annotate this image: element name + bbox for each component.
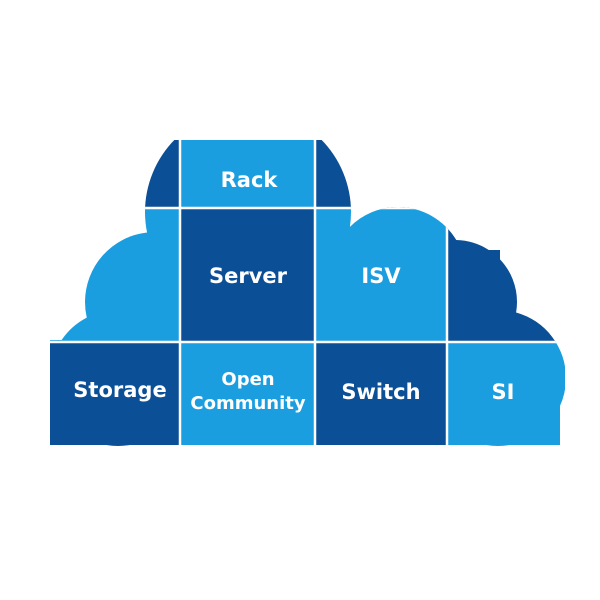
cell-storage bbox=[50, 342, 180, 446]
isv-label: ISV bbox=[361, 264, 401, 288]
switch-label: Switch bbox=[341, 380, 420, 404]
server-label: Server bbox=[209, 264, 288, 288]
cell-si bbox=[447, 342, 565, 446]
cell-right-mid bbox=[447, 208, 565, 342]
cell-server bbox=[180, 208, 315, 342]
cell-switch bbox=[315, 342, 447, 446]
cell-isv bbox=[315, 208, 447, 342]
storage-label: Storage bbox=[73, 378, 166, 402]
open-label: Open bbox=[221, 369, 274, 390]
cell-rack bbox=[180, 140, 315, 208]
cloud-shape bbox=[50, 140, 565, 446]
cell-rack-right-fill bbox=[315, 140, 565, 208]
community-label: Community bbox=[190, 393, 305, 414]
cell-rack-left-fill bbox=[50, 140, 180, 208]
si-label: SI bbox=[492, 380, 515, 404]
rack-label: Rack bbox=[221, 168, 279, 192]
cell-open-community bbox=[180, 342, 315, 446]
cell-left-mid bbox=[50, 208, 180, 342]
